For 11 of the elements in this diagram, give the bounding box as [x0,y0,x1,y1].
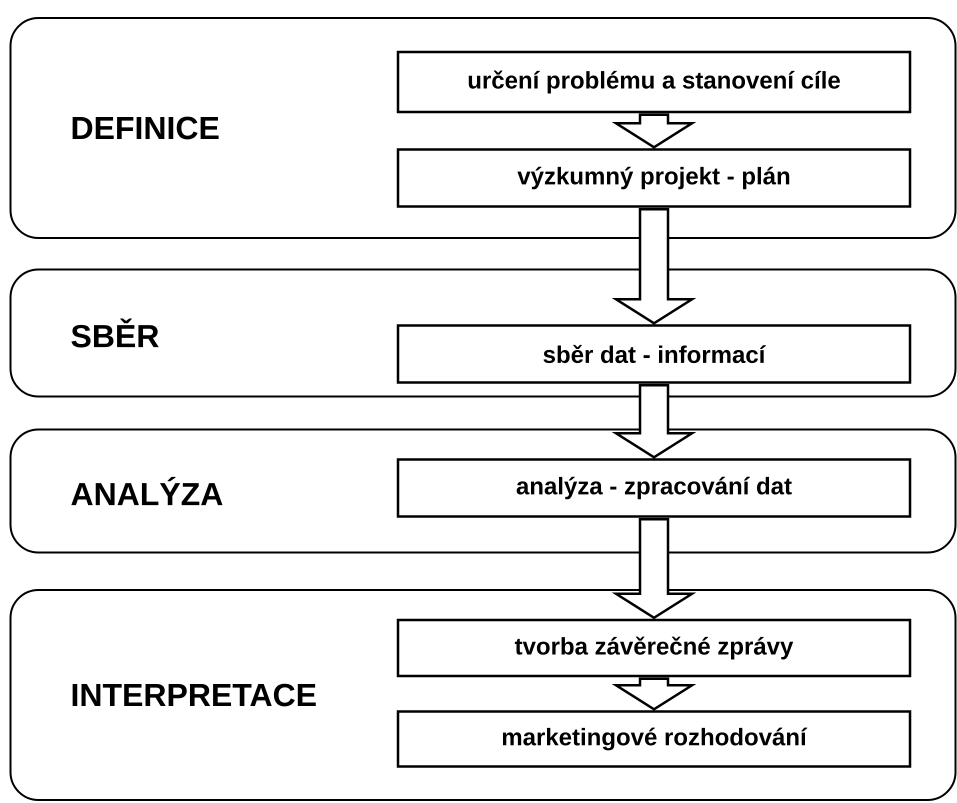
process-box: sběr dat - informací [396,324,912,384]
process-box: tvorba závěrečné zprávy [396,618,912,678]
block-arrow [612,384,696,459]
process-box: určení problému a stanovení cíle [396,50,912,114]
block-arrow [612,208,696,325]
process-box: analýza - zpracování dat [396,458,912,518]
process-box: výzkumný projekt - plán [396,148,912,208]
block-arrow [612,678,696,711]
block-arrow [612,518,696,620]
block-arrow [612,114,696,149]
process-box: marketingové rozhodování [396,710,912,768]
